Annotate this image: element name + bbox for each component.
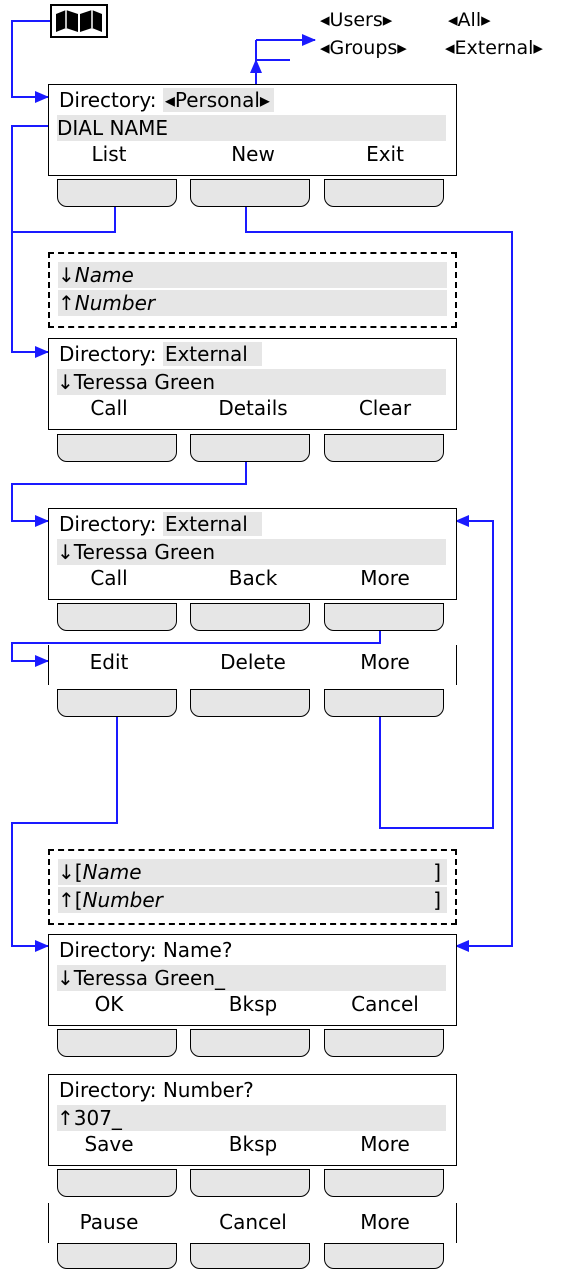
option-all: ◂All▸ (448, 9, 491, 31)
softkey-pause[interactable] (57, 1243, 177, 1269)
softkey-clear[interactable] (324, 434, 444, 462)
softkey-label-cancel: Cancel (219, 1210, 287, 1234)
softkey-delete[interactable] (190, 689, 310, 717)
softkey-label-pause: Pause (79, 1210, 139, 1234)
hint-number-field: ↑[Number ] (58, 887, 447, 913)
softkey-call[interactable] (57, 603, 177, 631)
directory-type-selector[interactable]: ◂Personal▸ (162, 88, 274, 112)
softkey-label-details: Details (218, 396, 288, 420)
softkey-label-exit: Exit (366, 142, 404, 166)
search-hint-box: ↓Name ↑Number (48, 252, 457, 328)
screen-title: Directory: External (59, 511, 262, 537)
screen-directory-external-details: Directory: External ↓Teressa Green Call … (48, 508, 457, 600)
option-external: ◂External▸ (445, 37, 543, 59)
screen-title: Directory: Number? (59, 1078, 254, 1102)
directory-key[interactable] (50, 4, 108, 38)
softkey-label-call: Call (90, 566, 128, 590)
screen-title: Directory: ◂Personal▸ (59, 87, 274, 113)
hint-name-field: ↓[Name ] (58, 859, 447, 885)
softkey-label-new: New (231, 142, 275, 166)
softkey-more[interactable] (324, 689, 444, 717)
softkey-back[interactable] (190, 603, 310, 631)
softkey-row-more: Edit Delete More (48, 645, 457, 685)
number-input[interactable]: ↑307_ (57, 1105, 446, 1131)
softkey-label-ok: OK (94, 992, 124, 1016)
softkey-more[interactable] (324, 603, 444, 631)
softkey-label-more: More (360, 1210, 410, 1234)
softkey-label-clear: Clear (358, 396, 412, 420)
option-groups: ◂Groups▸ (320, 37, 407, 59)
softkey-cancel[interactable] (190, 1243, 310, 1269)
softkey-label-cancel: Cancel (351, 992, 419, 1016)
softkey-more[interactable] (324, 1243, 444, 1269)
softkey-label-more: More (360, 566, 410, 590)
name-input[interactable]: ↓Teressa Green_ (57, 965, 446, 991)
softkey-call[interactable] (57, 434, 177, 462)
softkey-label-call: Call (90, 396, 128, 420)
softkey-label-more: More (360, 650, 410, 674)
screen-directory-external-list: Directory: External ↓Teressa Green Call … (48, 338, 457, 430)
softkey-bksp[interactable] (190, 1169, 310, 1197)
softkey-exit[interactable] (324, 179, 444, 207)
softkey-label-delete: Delete (220, 650, 286, 674)
softkey-label-back: Back (228, 566, 278, 590)
dial-name-line: DIAL NAME (57, 115, 446, 141)
option-users: ◂Users▸ (320, 9, 393, 31)
softkey-details[interactable] (190, 434, 310, 462)
softkey-bksp[interactable] (190, 1029, 310, 1057)
softkey-cancel[interactable] (324, 1029, 444, 1057)
softkey-new[interactable] (190, 179, 310, 207)
softkey-label-more: More (360, 1132, 410, 1156)
softkey-label-bksp: Bksp (228, 992, 278, 1016)
softkey-list[interactable] (57, 179, 177, 207)
softkey-label-save: Save (84, 1132, 134, 1156)
screen-directory-name-entry: Directory: Name? ↓Teressa Green_ OK Bksp… (48, 934, 457, 1026)
softkey-save[interactable] (57, 1169, 177, 1197)
softkey-label-bksp: Bksp (228, 1132, 278, 1156)
open-book-icon (56, 10, 102, 32)
softkey-edit[interactable] (57, 689, 177, 717)
softkey-ok[interactable] (57, 1029, 177, 1057)
screen-title: Directory: External (59, 341, 262, 367)
edit-hint-box: ↓[Name ] ↑[Number ] (48, 849, 457, 925)
softkey-label-list: List (91, 142, 127, 166)
screen-directory-personal: Directory: ◂Personal▸ DIAL NAME List New… (48, 84, 457, 176)
hint-number: ↑Number (58, 290, 447, 316)
hint-name: ↓Name (58, 262, 447, 288)
screen-title: Directory: Name? (59, 938, 233, 962)
entry-line: ↓Teressa Green (57, 369, 446, 395)
entry-line: ↓Teressa Green (57, 539, 446, 565)
softkey-label-edit: Edit (89, 650, 129, 674)
screen-directory-number-entry: Directory: Number? ↑307_ Save Bksp More (48, 1074, 457, 1166)
softkey-row-more-number: Pause Cancel More (48, 1203, 457, 1243)
softkey-more[interactable] (324, 1169, 444, 1197)
